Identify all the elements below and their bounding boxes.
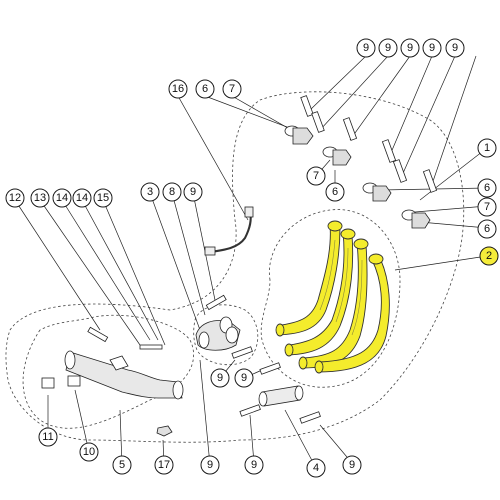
svg-text:9: 9 <box>407 42 413 54</box>
callout-4: 4 <box>306 458 326 478</box>
svg-text:6: 6 <box>202 83 208 95</box>
callout-9: 9 <box>200 455 220 475</box>
svg-text:9: 9 <box>251 459 257 471</box>
leader-lines <box>14 55 488 469</box>
svg-text:13: 13 <box>34 192 46 204</box>
main-assembly-outline <box>5 91 465 443</box>
svg-text:8: 8 <box>169 186 175 198</box>
svg-text:7: 7 <box>229 83 235 95</box>
svg-text:7: 7 <box>484 201 490 213</box>
callout-17: 17 <box>154 455 174 475</box>
svg-text:4: 4 <box>313 462 319 474</box>
collector-outline <box>193 304 259 365</box>
callout-9: 9 <box>422 38 442 58</box>
o2-sensor-head <box>244 206 254 218</box>
callout-7: 7 <box>477 197 497 217</box>
callout-3: 3 <box>140 182 160 202</box>
callout-16: 16 <box>168 79 188 99</box>
svg-text:9: 9 <box>241 372 247 384</box>
svg-text:3: 3 <box>147 186 153 198</box>
svg-text:14: 14 <box>56 192 68 204</box>
callout-14: 14 <box>52 188 72 208</box>
callout-6: 6 <box>477 178 497 198</box>
callout-9: 9 <box>342 455 362 475</box>
svg-text:9: 9 <box>452 42 458 54</box>
clamp-11 <box>41 377 55 389</box>
svg-text:14: 14 <box>76 192 88 204</box>
svg-text:9: 9 <box>349 459 355 471</box>
callout-9: 9 <box>378 38 398 58</box>
callout-9: 9 <box>356 38 376 58</box>
callout-9: 9 <box>183 182 203 202</box>
rear-pipe <box>64 350 184 400</box>
clamps <box>41 375 81 389</box>
svg-text:6: 6 <box>484 223 490 235</box>
callout-2: 2 <box>479 246 499 266</box>
svg-text:9: 9 <box>363 42 369 54</box>
svg-text:6: 6 <box>484 182 490 194</box>
header-pipe-outline <box>260 209 401 388</box>
link-pipe <box>258 385 304 407</box>
callout-7: 7 <box>306 166 326 186</box>
callout-8: 8 <box>162 182 182 202</box>
callout-5: 5 <box>112 455 132 475</box>
svg-text:5: 5 <box>119 459 125 471</box>
collector-pipe <box>195 316 241 351</box>
callout-6: 6 <box>195 79 215 99</box>
svg-text:9: 9 <box>190 186 196 198</box>
svg-text:7: 7 <box>313 170 319 182</box>
callout-6: 6 <box>477 219 497 239</box>
callout-9: 9 <box>210 368 230 388</box>
callout-12: 12 <box>5 188 25 208</box>
svg-text:16: 16 <box>172 83 184 95</box>
callout-9: 9 <box>244 455 264 475</box>
callout-14: 14 <box>72 188 92 208</box>
svg-text:15: 15 <box>97 192 109 204</box>
svg-text:17: 17 <box>158 459 170 471</box>
svg-text:11: 11 <box>42 431 53 443</box>
callout-11: 11 <box>38 427 58 447</box>
o2-sensor-plug <box>204 246 216 256</box>
svg-text:2: 2 <box>486 250 492 262</box>
callout-15: 15 <box>93 188 113 208</box>
svg-text:9: 9 <box>429 42 435 54</box>
callout-13: 13 <box>30 188 50 208</box>
flange-gaskets <box>284 125 431 229</box>
svg-text:1: 1 <box>484 142 490 154</box>
bracket-17 <box>156 425 173 437</box>
svg-text:9: 9 <box>217 372 223 384</box>
clamp-10 <box>67 375 81 387</box>
svg-text:12: 12 <box>9 192 21 204</box>
o2-sensor-wire <box>209 211 252 253</box>
callout-10: 10 <box>79 442 99 462</box>
svg-text:9: 9 <box>207 459 213 471</box>
callout-6: 6 <box>325 182 345 202</box>
callout-1: 1 <box>477 138 497 158</box>
svg-text:9: 9 <box>385 42 391 54</box>
callout-9: 9 <box>445 38 465 58</box>
bolt-set <box>87 95 438 424</box>
header-pipes <box>275 220 390 374</box>
callout-9: 9 <box>234 368 254 388</box>
callout-labels: 9 9 9 9 9 16 6 7 1 7 6 6 7 6 2 12 13 14 … <box>5 38 499 478</box>
callout-9: 9 <box>400 38 420 58</box>
svg-text:6: 6 <box>332 186 338 198</box>
callout-7: 7 <box>222 79 242 99</box>
svg-text:10: 10 <box>83 446 95 458</box>
